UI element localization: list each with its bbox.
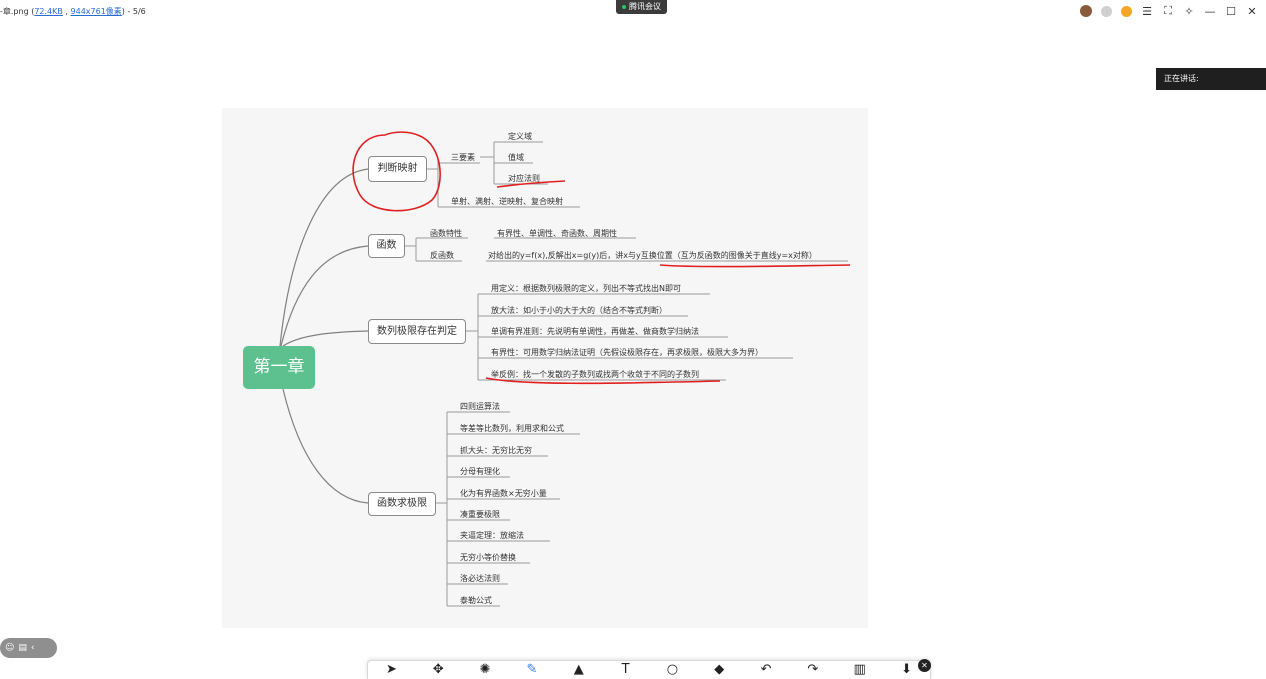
leaf-inverse-function-value: 对给出的y=f(x),反解出x=g(y)后，讲x与y互换位置（互为反函数的图像关… bbox=[488, 251, 817, 260]
laser-icon[interactable]: ✺ bbox=[479, 662, 491, 677]
annotation-toolbar: ➤ ✥ ✺ ✎ ▲ T ○ ◆ ↶ ↷ ▥ ⬇ bbox=[367, 660, 931, 679]
connector-b1 bbox=[279, 168, 369, 347]
connector-b2 bbox=[280, 245, 369, 347]
leaf-range: 值域 bbox=[508, 153, 524, 162]
meeting-label: 腾讯会议 bbox=[629, 2, 661, 11]
fullscreen-icon[interactable]: ⛶ bbox=[1164, 4, 1172, 17]
red-annotations bbox=[352, 131, 851, 385]
select-icon[interactable]: ➤ bbox=[385, 662, 397, 677]
leaf-limit-7: 夹逼定理：放缩法 bbox=[460, 531, 524, 540]
title-bar: -章.png (72.4KB , 944x761像素) - 5/6 腾讯会议 ☰… bbox=[0, 0, 1266, 22]
branch-node-mapping: 判断映射 bbox=[368, 156, 427, 182]
move-icon[interactable]: ✥ bbox=[432, 662, 444, 677]
leaf-limit-9: 洛必达法则 bbox=[460, 574, 500, 583]
menu-icon[interactable]: ☰ bbox=[1142, 4, 1152, 18]
leaf-seq-2: 放大法：如小于小的大于大的（结合不等式判断） bbox=[491, 306, 667, 315]
status-icon[interactable] bbox=[1101, 5, 1112, 17]
mic-status-icon bbox=[622, 4, 626, 9]
leaf-rule: 对应法则 bbox=[508, 174, 540, 183]
leaf-limit-1: 四则运算法 bbox=[460, 402, 500, 411]
leaf-domain: 定义域 bbox=[508, 132, 532, 141]
redo-icon[interactable]: ↷ bbox=[807, 662, 819, 677]
highlighter-icon[interactable]: ▲ bbox=[573, 662, 584, 677]
avatar[interactable] bbox=[1080, 5, 1092, 17]
leaf-mapping-types: 单射、满射、逆映射、复合映射 bbox=[451, 197, 563, 206]
leaf-seq-3: 单调有界准则：先说明有单调性，再做差、做商数学归纳法 bbox=[491, 327, 699, 336]
file-dimensions-link[interactable]: 944x761像素 bbox=[70, 7, 122, 16]
close-icon[interactable]: ✕ bbox=[1247, 4, 1257, 18]
branch-node-sequence-limit: 数列极限存在判定 bbox=[368, 319, 466, 344]
leaf-limit-2: 等差等比数列，利用求和公式 bbox=[460, 424, 564, 433]
leaf-seq-1: 用定义：根据数列极限的定义，列出不等式找出N即可 bbox=[491, 284, 681, 293]
leaf-limit-10: 泰勒公式 bbox=[460, 596, 492, 605]
text-icon[interactable]: T bbox=[621, 662, 630, 677]
file-info: -章.png (72.4KB , 944x761像素) - 5/6 bbox=[0, 6, 146, 17]
leaf-limit-6: 凑重要极限 bbox=[460, 510, 500, 519]
leaf-inverse-function-key: 反函数 bbox=[430, 251, 454, 260]
shape-icon[interactable]: ○ bbox=[666, 662, 679, 677]
leaf-limit-8: 无穷小等价替换 bbox=[460, 553, 516, 562]
toolbar-close-icon[interactable]: ✕ bbox=[918, 659, 931, 672]
maximize-icon[interactable]: ☐ bbox=[1226, 4, 1236, 18]
root-node: 第一章 bbox=[243, 346, 315, 389]
undo-icon[interactable]: ↶ bbox=[760, 662, 772, 677]
floating-controls[interactable]: ☺ ▤ ‹ bbox=[0, 638, 57, 658]
leaf-three-elements: 三要素 bbox=[451, 153, 475, 162]
window-controls: ☰ ⛶ ✧ — ☐ ✕ bbox=[1080, 3, 1258, 19]
leaf-seq-4: 有界性：可用数学归纳法证明（先假设极限存在，再求极限，极限大多为界） bbox=[491, 348, 763, 357]
connector-b3 bbox=[282, 330, 369, 347]
eraser-icon[interactable]: ◆ bbox=[714, 662, 725, 677]
meeting-indicator[interactable]: 腾讯会议 bbox=[616, 0, 667, 14]
save-icon[interactable]: ⬇ bbox=[901, 662, 912, 677]
vip-icon[interactable] bbox=[1121, 5, 1132, 17]
file-page-counter: ) - 5/6 bbox=[121, 7, 146, 16]
clear-icon[interactable]: ▥ bbox=[853, 662, 866, 677]
file-separator: , bbox=[62, 7, 71, 16]
file-size-link[interactable]: 72.4KB bbox=[34, 7, 63, 16]
leaf-function-properties-key: 函数特性 bbox=[430, 229, 462, 238]
pen-icon[interactable]: ✎ bbox=[526, 662, 538, 677]
pin-icon[interactable]: ✧ bbox=[1184, 4, 1194, 18]
connector-b4 bbox=[282, 388, 369, 504]
screen-icon[interactable]: ▤ bbox=[18, 643, 27, 653]
collapse-icon[interactable]: ‹ bbox=[30, 643, 35, 653]
leaf-limit-4: 分母有理化 bbox=[460, 467, 500, 476]
leaf-limit-5: 化为有界函数×无穷小量 bbox=[460, 489, 547, 498]
file-name: -章.png ( bbox=[0, 7, 35, 16]
leaf-seq-5: 举反例：找一个发散的子数列或找两个收敛于不同的子数列 bbox=[491, 370, 699, 379]
leaf-function-properties-value: 有界性、单调性、奇函数、周期性 bbox=[497, 229, 617, 238]
leaf-limit-3: 抓大头：无穷比无穷 bbox=[460, 446, 532, 455]
branch-node-function: 函数 bbox=[368, 234, 405, 258]
branch-node-function-limit: 函数求极限 bbox=[368, 492, 436, 516]
speaker-label: 正在讲话: bbox=[1164, 74, 1199, 83]
minimize-icon[interactable]: — bbox=[1204, 4, 1216, 18]
speaker-indicator: 正在讲话: bbox=[1156, 68, 1266, 90]
headset-icon[interactable]: ☺ bbox=[5, 643, 15, 653]
